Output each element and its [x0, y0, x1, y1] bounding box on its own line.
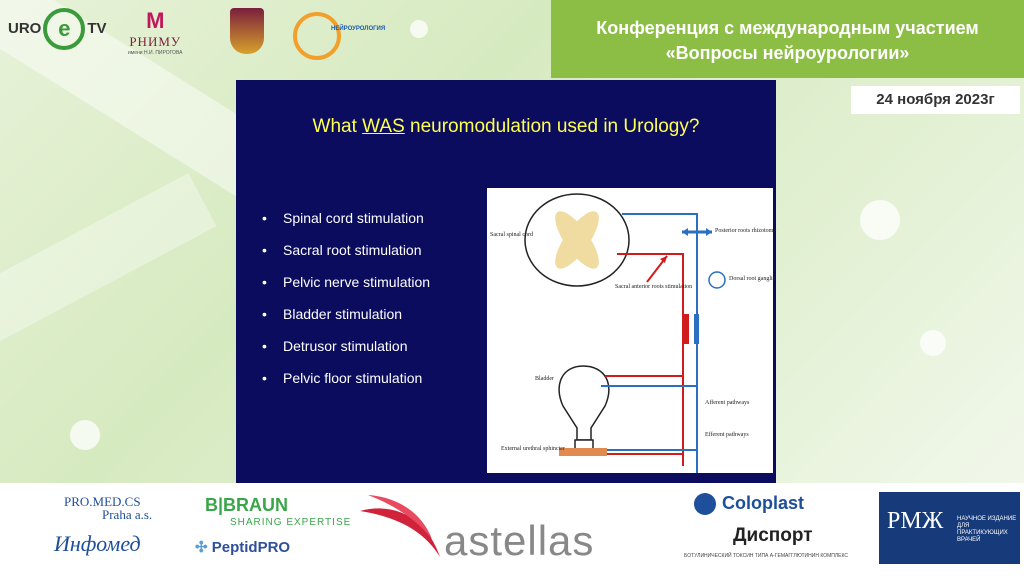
bullet-item: Pelvic nerve stimulation — [262, 274, 430, 306]
peptid-molecule-icon: ✣ — [195, 539, 212, 556]
background-bokeh — [410, 20, 428, 38]
dorsal-root-ganglion-icon — [708, 271, 726, 289]
sponsor-strip: PRO.MED.CS Praha a.s. Инфомед B|BRAUN SH… — [0, 483, 1024, 576]
afferent-pathway-line — [622, 213, 698, 478]
label-sacral-anterior-roots: Sacral anterior roots stimulation — [615, 284, 693, 290]
background-film-strip — [0, 173, 217, 367]
coloplast-circle-icon — [694, 493, 716, 516]
conference-title-line2: «Вопросы нейроурологии» — [665, 43, 910, 63]
rmj-logo: РМЖ НАУЧНОЕ ИЗДАНИЕ ДЛЯ ПРАКТИКУЮЩИХ ВРА… — [879, 492, 1020, 564]
neuro-pathway-diagram: Sacral spinal cord Posterior roots rhizo… — [487, 188, 777, 478]
infomed-logo: Инфомед — [54, 531, 141, 556]
efferent-arrow-icon — [684, 314, 689, 344]
slide-title: What WAS neuromodulation used in Urology… — [312, 116, 700, 137]
bullet-item: Detrusor stimulation — [262, 338, 430, 370]
bbraun-tagline: SHARING EXPERTISE — [230, 517, 352, 528]
background-bokeh — [860, 200, 900, 240]
label-bladder: Bladder — [535, 376, 554, 382]
label-posterior-roots: Posterior roots rhizotomy — [715, 228, 777, 234]
bullet-item: Spinal cord stimulation — [262, 210, 430, 242]
disport-logo: Диспорт — [733, 525, 813, 546]
label-external-urethral-sphincter: External urethral sphincter — [501, 446, 565, 452]
astellas-logo: astellas — [444, 517, 595, 564]
label-sacral-spinal-cord: Sacral spinal cord — [490, 232, 533, 238]
bbraun-logo: B|BRAUN — [205, 495, 289, 515]
bullet-item: Sacral root stimulation — [262, 242, 430, 274]
label-efferent-pathways: Efferent pathways — [705, 432, 749, 438]
bullet-item: Bladder stimulation — [262, 306, 430, 338]
neurourology-logo-text: НЕЙРОУРОЛОГИЯ — [331, 26, 386, 32]
astellas-swoosh-icon — [360, 495, 440, 557]
peptidpro-logo: ✣ PeptidPRO — [195, 539, 291, 556]
rnimu-emblem-icon: М — [146, 8, 165, 33]
promed-logo: PRO.MED.CS Praha a.s. — [64, 494, 153, 522]
afferent-arrow-icon — [694, 314, 699, 344]
disport-tagline: БОТУЛИНИЧЕСКИЙ ТОКСИН ТИПА A-ГЕМАГГЛЮТИН… — [684, 553, 848, 559]
coloplast-logo: Coloplast — [694, 493, 804, 516]
conference-title-line1: Конференция с международным участием — [596, 18, 979, 38]
presentation-slide: What WAS neuromodulation used in Urology… — [236, 80, 776, 483]
slide-bullet-list: Spinal cord stimulation Sacral root stim… — [262, 210, 430, 402]
conference-date: 24 ноября 2023г — [851, 86, 1020, 114]
label-dorsal-root-ganglion: Dorsal root ganglia — [729, 276, 776, 282]
spinal-cord-grey-matter — [555, 211, 599, 269]
bladder-shape — [558, 365, 610, 441]
neurourology-logo-icon — [293, 12, 341, 60]
bullet-item: Pelvic floor stimulation — [262, 370, 430, 402]
crest-logo-icon — [230, 8, 264, 54]
rnimu-logo: М РНИМУ имени Н.И. ПИРОГОВА — [128, 8, 183, 56]
sphincter-shape — [559, 448, 607, 456]
background-bokeh — [70, 420, 100, 450]
diagram-svg — [524, 193, 726, 478]
conference-title-banner: Конференция с международным участием «Во… — [551, 0, 1024, 78]
background-bokeh — [920, 330, 946, 356]
efferent-pathway-line — [617, 253, 684, 466]
label-afferent-pathways: Afferent pathways — [705, 400, 750, 406]
